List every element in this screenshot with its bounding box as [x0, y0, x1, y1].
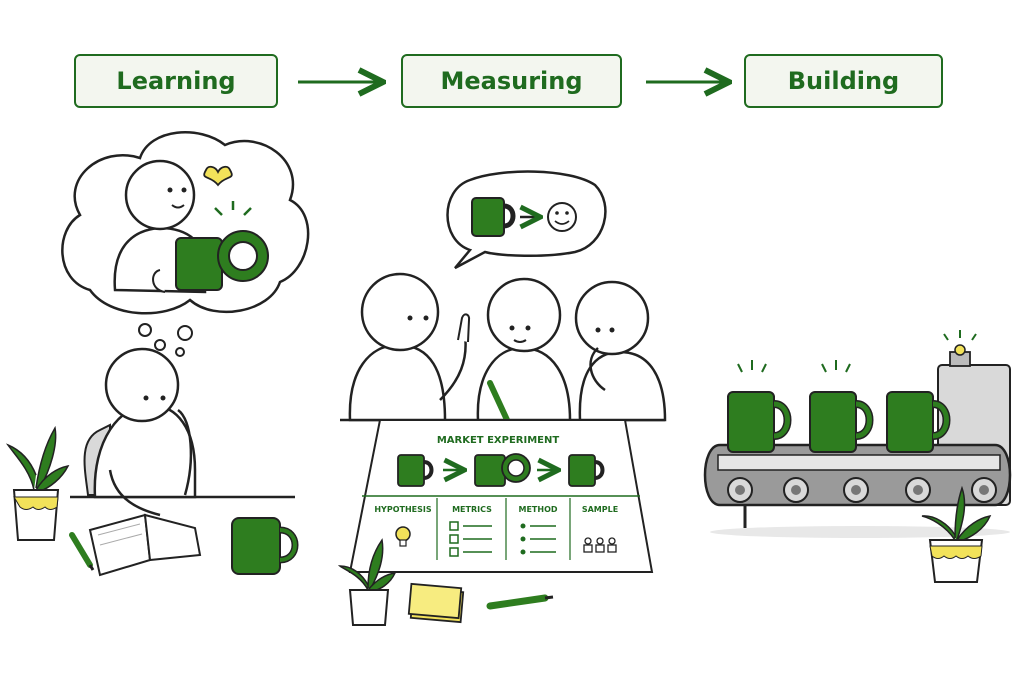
column-sample: SAMPLE [582, 505, 618, 514]
learning-scene [5, 131, 310, 577]
mug-icon [886, 391, 951, 453]
column-metrics: METRICS [452, 505, 492, 514]
column-hypothesis: HYPOTHESIS [374, 505, 432, 514]
mug-icon [809, 391, 874, 453]
stage-building-label: Building [787, 67, 900, 95]
mug-icon [474, 453, 531, 487]
mug-icon [471, 197, 516, 237]
building-scene [703, 330, 1012, 583]
plant-icon [5, 425, 70, 541]
mug-icon [397, 454, 434, 487]
pencil-icon [486, 594, 554, 610]
mug-icon [231, 517, 299, 575]
stage-building: Building [744, 54, 943, 108]
conveyor-belt [703, 443, 1012, 538]
people-icon [583, 537, 617, 553]
stage-learning-label: Learning [116, 67, 236, 95]
pencil-icon [69, 532, 95, 571]
sheet-title: MARKET EXPERIMENT [437, 435, 560, 446]
stage-measuring: Measuring [401, 54, 622, 108]
stage-measuring-label: Measuring [440, 67, 583, 95]
lightbulb-icon [395, 526, 411, 547]
sticky-notes-icon [407, 582, 465, 624]
smiley-icon [547, 202, 577, 232]
bullet-list-icon [520, 523, 556, 555]
column-method: METHOD [518, 505, 557, 514]
mug-icon [568, 454, 605, 487]
measuring-scene: MARKET EXPERIMENT HYPOTHESIS [337, 170, 667, 626]
mug-icon [727, 391, 792, 453]
plant-icon [337, 538, 397, 626]
stage-learning: Learning [74, 54, 278, 108]
heart-icon [203, 165, 233, 187]
checklist-icon [449, 521, 492, 557]
indicator-light-icon [954, 344, 966, 356]
notebook-icon [88, 513, 202, 577]
plant-icon [921, 485, 992, 583]
mug-icon [175, 230, 269, 291]
